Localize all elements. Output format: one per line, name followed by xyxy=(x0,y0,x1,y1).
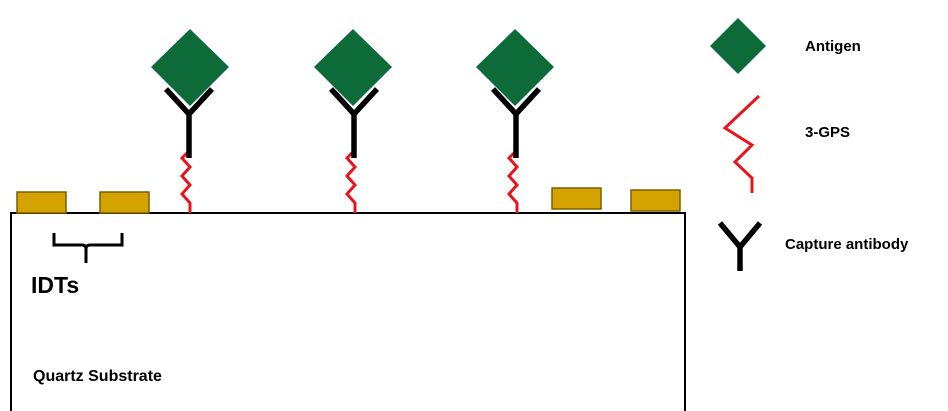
linker-zigzag-icon xyxy=(344,150,358,213)
quartz-substrate: Quartz Substrate xyxy=(10,212,686,411)
linker-zigzag-icon xyxy=(506,150,520,213)
antigen-diamond-icon xyxy=(476,29,554,106)
legend: Antigen 3-GPS Capture antibody xyxy=(710,18,909,271)
legend-item-antigen: Antigen xyxy=(710,18,861,74)
idt-electrode xyxy=(16,191,67,214)
capture-antibody-icon xyxy=(163,87,215,158)
substrate-label: Quartz Substrate xyxy=(33,368,162,385)
capture-antibody-icon xyxy=(717,221,763,271)
idt-label: IDTs xyxy=(31,272,79,298)
idt-electrodes xyxy=(16,187,681,214)
idt-bracket: IDTs xyxy=(31,233,124,298)
linker-zigzag-icon xyxy=(179,150,193,213)
legend-item-antibody: Capture antibody xyxy=(717,221,909,271)
linker-zigzag-icon xyxy=(722,94,761,193)
sensor-assembly xyxy=(314,29,392,213)
legend-linker-label: 3-GPS xyxy=(805,124,850,141)
idt-electrode xyxy=(99,191,150,214)
idt-electrode xyxy=(551,187,602,210)
substrate-outline xyxy=(10,212,686,411)
capture-antibody-icon xyxy=(328,87,380,158)
antigen-diamond-icon xyxy=(710,18,766,74)
legend-antibody-label: Capture antibody xyxy=(785,236,909,253)
sensor-assembly xyxy=(151,29,229,213)
bracket-icon xyxy=(52,233,124,263)
antigen-diamond-icon xyxy=(151,29,229,106)
legend-item-linker: 3-GPS xyxy=(722,94,850,193)
antigen-diamond-icon xyxy=(314,29,392,106)
legend-antigen-label: Antigen xyxy=(805,38,861,55)
idt-electrode xyxy=(630,189,681,212)
capture-antibody-icon xyxy=(490,87,542,158)
sensor-assembly xyxy=(476,29,554,213)
